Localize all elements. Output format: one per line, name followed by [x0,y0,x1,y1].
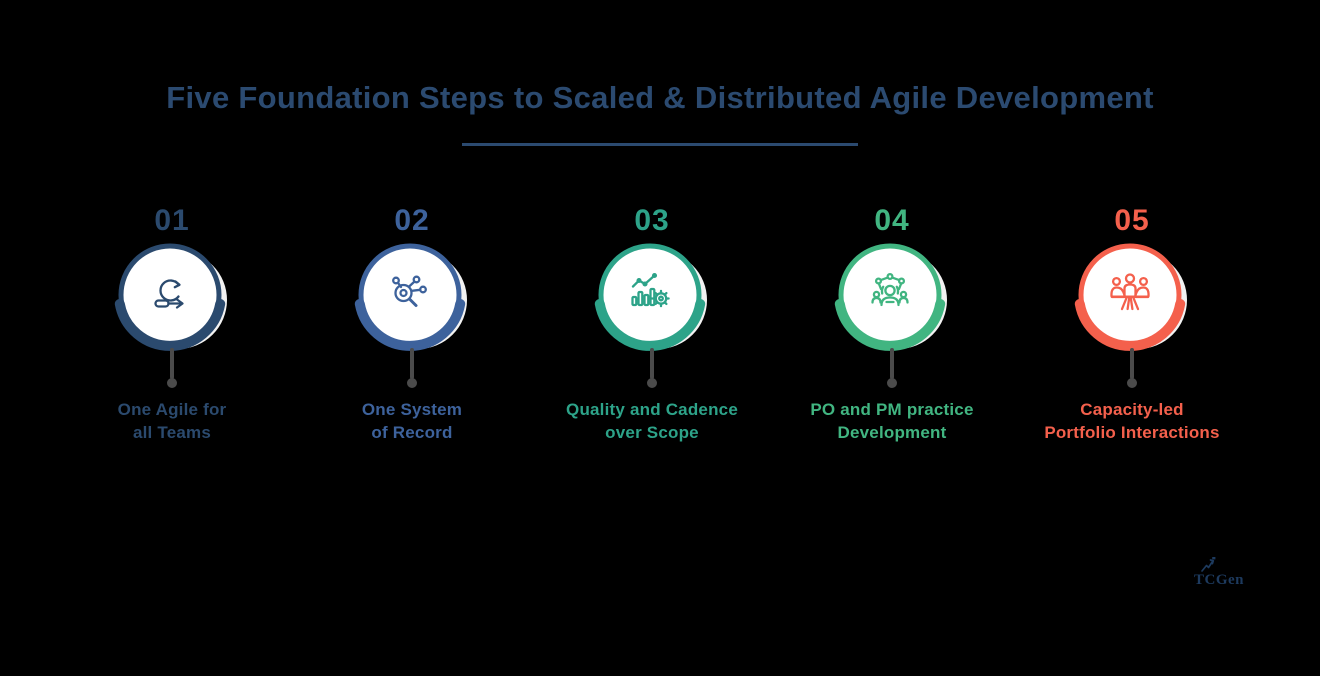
connector-dot [1127,378,1137,388]
connector-dot [167,378,177,388]
logo-text: TCGen [1194,572,1245,588]
step-connector [167,348,177,388]
step-label: One Agile for all Teams [117,400,227,442]
connector-line [410,348,414,379]
steps-row: 01 One Agile for all Teams 02 [52,206,1252,445]
connector-line [1130,348,1134,379]
step-medallion [834,239,950,355]
step-number: 05 [1114,204,1150,237]
search-network-icon [392,275,427,307]
step-medallion [114,239,230,355]
connector-dot [887,378,897,388]
step-label: PO and PM practice Development [810,400,974,442]
connector-line [650,348,654,379]
step-item-05: 05 Capacity-led Portfolio Interactions [1012,206,1252,445]
meeting-table-icon [1110,273,1150,311]
connector-dot [647,378,657,388]
step-item-04: 04 PO and PM practice Developmen [772,206,1012,445]
step-medallion [594,239,710,355]
title-underline [462,143,858,146]
agile-sprint-icon [154,279,184,309]
connector-dot [407,378,417,388]
connector-line [890,348,894,379]
tcgen-logo: TCGen [1194,556,1264,598]
page-title: Five Foundation Steps to Scaled & Distri… [166,80,1154,115]
step-medallion [354,239,470,355]
zigzag-arrow-icon [1200,556,1217,578]
step-item-03: 03 Quality and Cadence over Scope [532,206,772,445]
step-connector [647,348,657,388]
step-label: Quality and Cadence over Scope [566,400,738,442]
step-number: 01 [154,204,190,237]
connector-line [170,348,174,379]
step-connector [407,348,417,388]
step-label: Capacity-led Portfolio Interactions [1044,400,1220,442]
step-number: 04 [874,204,910,237]
step-medallion [1074,239,1190,355]
step-number: 03 [634,204,670,237]
team-network-icon [871,272,909,307]
step-connector [887,348,897,388]
step-label: One System of Record [361,400,463,442]
chart-gear-icon [631,272,670,308]
step-item-02: 02 One System of Record [292,206,532,445]
step-connector [1127,348,1137,388]
step-item-01: 01 One Agile for all Teams [52,206,292,445]
step-number: 02 [394,204,430,237]
